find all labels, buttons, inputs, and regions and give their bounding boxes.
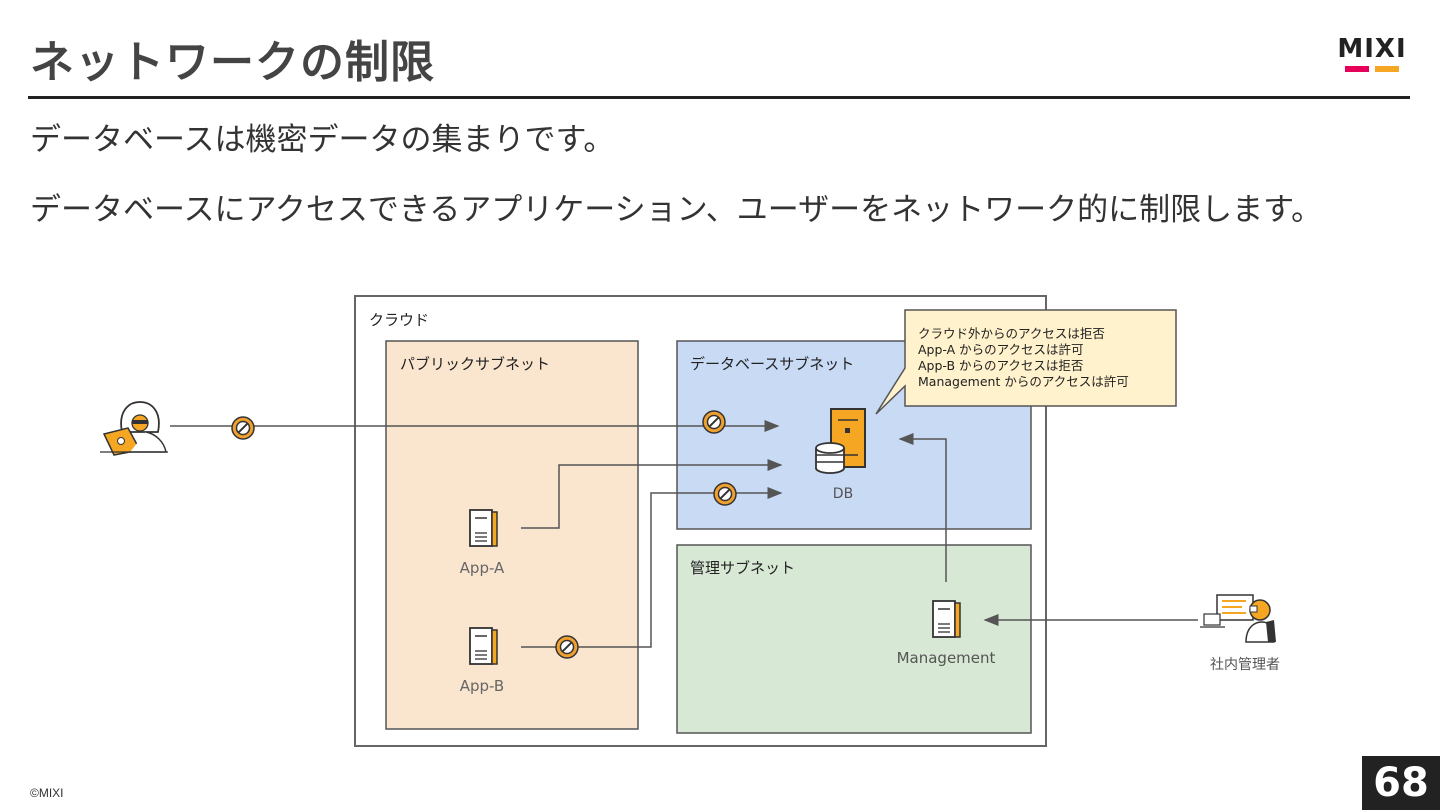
app-b-label: App-B: [460, 677, 504, 695]
mgmt-subnet: [676, 544, 1032, 734]
db-subnet-label: データベースサブネット: [690, 355, 854, 373]
deny-icon-outside: [231, 416, 255, 440]
app-a-label: App-A: [460, 559, 505, 577]
public-subnet-label: パブリックサブネット: [400, 355, 550, 373]
logo-bar-pink: [1345, 66, 1369, 72]
page-number: 68: [1362, 756, 1440, 810]
app-a-to-db-arrow: [521, 459, 783, 529]
db-server-icon: [815, 408, 866, 474]
admin-person-icon: [1200, 594, 1276, 643]
callout-line-3: App-B からのアクセスは拒否: [918, 358, 1083, 373]
hacker-icon: [100, 401, 168, 456]
management-server-icon: [932, 600, 961, 638]
mixi-logo: MIXI: [1332, 36, 1412, 76]
db-label: DB: [833, 486, 853, 502]
management-to-db-arrow: [898, 433, 947, 582]
title-divider: [28, 96, 1410, 99]
slide-title: ネットワークの制限: [30, 37, 435, 88]
deny-icon-db-subnet: [702, 410, 726, 434]
app-b-server-icon: [469, 627, 498, 665]
copyright-footer: ©MIXI: [30, 786, 64, 800]
mgmt-subnet-label: 管理サブネット: [690, 559, 795, 577]
deny-icon-app-b-db: [713, 482, 737, 506]
lead-text-1: データベースは機密データの集まりです。: [30, 122, 615, 158]
callout-line-1: クラウド外からのアクセスは拒否: [918, 326, 1105, 341]
public-subnet: [385, 340, 639, 730]
management-label: Management: [897, 649, 996, 667]
lead-text-2: データベースにアクセスできるアプリケーション、ユーザーをネットワーク的に制限しま…: [30, 192, 1323, 228]
app-a-server-icon: [469, 509, 498, 547]
admin-label: 社内管理者: [1210, 657, 1280, 673]
logo-bar-orange: [1375, 66, 1399, 72]
logo-text: MIXI: [1337, 34, 1407, 64]
callout-line-4: Management からのアクセスは許可: [918, 374, 1129, 389]
callout-box: [875, 309, 1177, 415]
cloud-label: クラウド: [369, 311, 429, 329]
deny-icon-app-b: [555, 635, 579, 659]
callout-line-2: App-A からのアクセスは許可: [918, 342, 1084, 357]
